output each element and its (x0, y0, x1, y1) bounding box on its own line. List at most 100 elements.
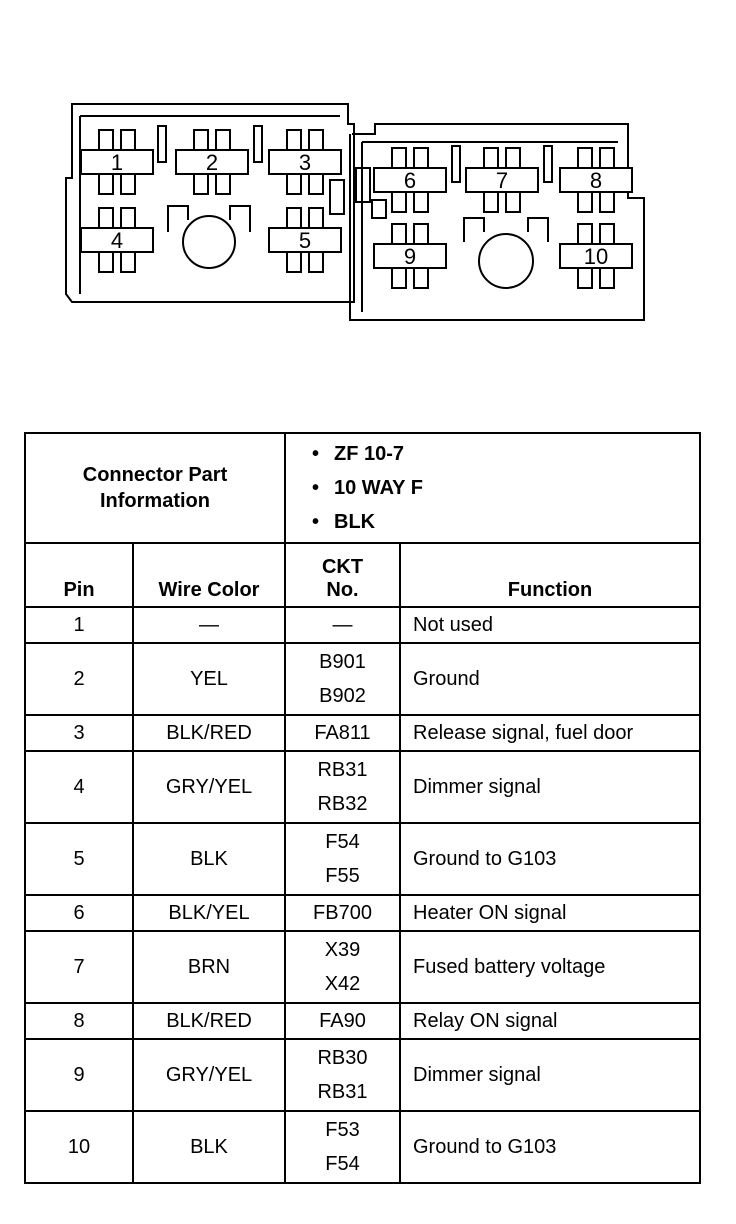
cavity-number: 10 (584, 244, 608, 269)
wire-color-cell: GRY/YEL (132, 1038, 286, 1112)
pin-cell: 1 (24, 606, 134, 644)
pin-cell: 2 (24, 642, 134, 716)
wire-color-cell: BLK/RED (132, 1002, 286, 1040)
ckt-number: F53 (325, 1119, 360, 1141)
wire-color-cell: BLK/YEL (132, 894, 286, 932)
pin-cell: 8 (24, 1002, 134, 1040)
ckt-number: B901 (319, 651, 366, 673)
latch-slot (253, 125, 263, 163)
latch-slot (157, 125, 167, 163)
part-info-list-cell: ZF 10-7 10 WAY F BLK (284, 432, 701, 544)
left-housing-outline (65, 103, 355, 303)
pin-cell: 10 (24, 1110, 134, 1184)
pin-cell: 5 (24, 822, 134, 896)
latch-slot (355, 167, 371, 203)
function-cell: Heater ON signal (399, 894, 701, 932)
wire-color-cell: BRN (132, 930, 286, 1004)
function-cell: Fused battery voltage (399, 930, 701, 1004)
ckt-cell: FA811 (284, 714, 401, 752)
cavity-number: 8 (590, 168, 602, 193)
col-header-pin: Pin (24, 542, 134, 608)
cavity-number: 5 (299, 228, 311, 253)
latch-slot (329, 179, 345, 215)
terminal-cavity (373, 223, 447, 289)
wire-color-cell: BLK/RED (132, 714, 286, 752)
terminal-cavity (80, 129, 154, 195)
pin-cell: 6 (24, 894, 134, 932)
ckt-cell: FB700 (284, 894, 401, 932)
cavity-number: 6 (404, 168, 416, 193)
col-header-ckt-line1: CKT (321, 556, 364, 578)
function-cell: Relay ON signal (399, 1002, 701, 1040)
terminal-cavity (268, 129, 342, 195)
wire-color-cell: BLK (132, 822, 286, 896)
ckt-number: — (332, 614, 353, 636)
function-cell: Dimmer signal (399, 1038, 701, 1112)
latch-slot (451, 145, 461, 183)
terminal-cavity (175, 129, 249, 195)
col-header-wire-color: Wire Color (132, 542, 286, 608)
cavity-number: 7 (496, 168, 508, 193)
col-header-function: Function (399, 542, 701, 608)
pin-cell: 7 (24, 930, 134, 1004)
terminal-cavity (373, 147, 447, 213)
cavity-number: 4 (111, 228, 123, 253)
right-housing-outline (349, 123, 645, 321)
column-header-row: Pin Wire Color CKT No. Function (24, 542, 701, 608)
cavity-number: 9 (404, 244, 416, 269)
part-info-header-line2: Information (100, 490, 210, 512)
ckt-cell: — (284, 606, 401, 644)
ckt-number: FA90 (319, 1010, 366, 1032)
pin-cell: 3 (24, 714, 134, 752)
terminal-cavity (80, 207, 154, 273)
function-cell: Ground to G103 (399, 1110, 701, 1184)
terminal-cavity (559, 147, 633, 213)
round-post-right (463, 217, 549, 289)
wire-color-cell: BLK (132, 1110, 286, 1184)
ckt-number: FA811 (314, 722, 371, 744)
ckt-number: FB700 (313, 902, 372, 924)
function-cell: Ground to G103 (399, 822, 701, 896)
table-row: 1——Not used (24, 606, 701, 644)
ckt-number: RB31 (317, 1081, 368, 1103)
wire-color-cell: GRY/YEL (132, 750, 286, 824)
pin-cell: 9 (24, 1038, 134, 1112)
function-cell: Not used (399, 606, 701, 644)
ckt-number: F54 (325, 1153, 360, 1175)
function-cell: Ground (399, 642, 701, 716)
function-cell: Release signal, fuel door (399, 714, 701, 752)
wire-color-cell: — (132, 606, 286, 644)
cavity-number: 2 (206, 150, 218, 175)
function-cell: Dimmer signal (399, 750, 701, 824)
ckt-cell: FA90 (284, 1002, 401, 1040)
part-info-list: ZF 10-7 10 WAY F BLK (312, 437, 699, 539)
wire-color-cell: YEL (132, 642, 286, 716)
col-header-ckt-line2: No. (326, 579, 359, 601)
cavity-number: 1 (111, 150, 123, 175)
latch-slot (371, 199, 387, 219)
connector-face-diagram: 1 2 3 4 5 6 7 8 9 10 (65, 103, 645, 321)
part-number: ZF 10-7 (312, 437, 699, 471)
cavity-number: 3 (299, 150, 311, 175)
terminal-cavity (559, 223, 633, 289)
ckt-number: RB31 (317, 759, 368, 781)
ckt-number: X39 (324, 939, 361, 961)
ckt-number: F54 (325, 831, 360, 853)
pin-cell: 4 (24, 750, 134, 824)
right-housing-inner (361, 141, 618, 312)
left-housing-inner (79, 115, 340, 294)
part-info-header: Connector Part Information (24, 432, 286, 544)
ckt-number: F55 (325, 865, 360, 887)
